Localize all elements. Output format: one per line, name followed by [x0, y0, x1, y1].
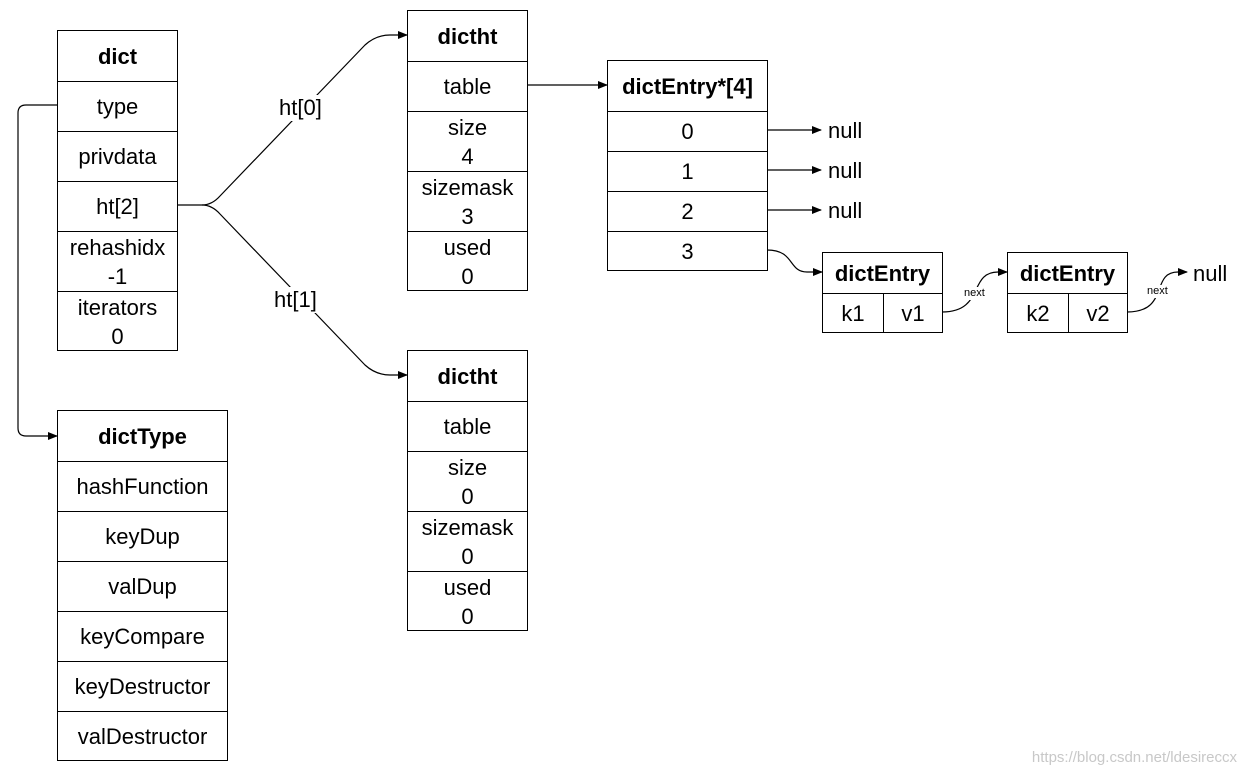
- dictht-field-label: size: [447, 114, 488, 140]
- dict-entry-value: v1: [883, 294, 942, 333]
- ht0-edge-label: ht[0]: [279, 95, 322, 121]
- dicttype-field: keyDup: [58, 511, 227, 561]
- dict-field-value: 0: [111, 323, 124, 349]
- dictht-field-size: size 4: [408, 111, 527, 171]
- dictht-field-label: used: [443, 574, 492, 600]
- slot3-entry-arrow: [766, 249, 823, 276]
- dictht-field-size: size 0: [408, 451, 527, 511]
- table-array: dictEntry*[4] 0 1 2 3: [607, 60, 768, 271]
- dict-field-label: type: [96, 94, 139, 119]
- dictht-field-value: 0: [461, 263, 474, 289]
- dictht-field-value: 4: [461, 143, 474, 169]
- dict-entry-2: dictEntry k2 v2: [1007, 252, 1128, 333]
- dict-entry-row: k2 v2: [1008, 293, 1127, 333]
- dict-entry-key: k1: [841, 301, 865, 326]
- dict-field-label: rehashidx: [69, 234, 166, 260]
- dictht-title: dictht: [437, 23, 498, 49]
- dictht-field-value: 0: [461, 483, 474, 509]
- dictht-field-value: 3: [461, 203, 474, 229]
- dictht-1-struct: dictht table size 0 sizemask 0 used 0: [407, 350, 528, 631]
- ht-to-dictht1-arrow: [201, 204, 408, 379]
- next-edge-label: next: [964, 287, 985, 300]
- dict-field-ht: ht[2]: [58, 181, 177, 231]
- dict-field-label: iterators: [77, 294, 158, 320]
- dicttype-field: keyCompare: [58, 611, 227, 661]
- dictht-field-label: used: [443, 234, 492, 260]
- next-edge-label: next: [1147, 285, 1168, 298]
- dictht-0-struct: dictht table size 4 sizemask 3 used 0: [407, 10, 528, 291]
- dictht-field-table: table: [408, 401, 527, 451]
- dictht-field-value: 0: [461, 543, 474, 569]
- dict-field-label: ht[2]: [96, 194, 139, 219]
- dict-struct: dict type privdata ht[2] rehashidx -1 it…: [57, 30, 178, 351]
- dictht-field-value: 0: [461, 603, 474, 629]
- dictht-field-sizemask: sizemask 3: [408, 171, 527, 231]
- dicttype-field: valDup: [58, 561, 227, 611]
- dictht-field-table: table: [408, 61, 527, 111]
- type-to-dicttype-arrow: [17, 104, 58, 440]
- dictht-field-used: used 0: [408, 231, 527, 291]
- dicttype-field: keyDestructor: [58, 661, 227, 711]
- table-array-title: dictEntry*[4]: [622, 73, 753, 99]
- null-label: null: [828, 198, 863, 223]
- dict-title: dict: [97, 43, 138, 69]
- dict-field-iterators: iterators 0: [58, 291, 177, 351]
- dicttype-field: valDestructor: [58, 711, 227, 761]
- table-slot: 1: [608, 151, 767, 191]
- dict-entry-key: k2: [1026, 301, 1050, 326]
- dictht-field-label: table: [443, 414, 492, 439]
- dicttype-struct: dictType hashFunction keyDup valDup keyC…: [57, 410, 228, 761]
- dicttype-title: dictType: [98, 423, 187, 449]
- null-label: null: [1193, 261, 1228, 286]
- table-slot: 0: [608, 111, 767, 151]
- table-slot: 3: [608, 231, 767, 271]
- dictht-field-sizemask: sizemask 0: [408, 511, 527, 571]
- dictht-field-label: table: [443, 74, 492, 99]
- table-slot: 2: [608, 191, 767, 231]
- null-label: null: [828, 158, 863, 183]
- dicttype-field: hashFunction: [58, 461, 227, 511]
- dict-entry-row: k1 v1: [823, 293, 942, 333]
- dictht-field-label: sizemask: [421, 174, 514, 200]
- dict-entry-1: dictEntry k1 v1: [822, 252, 943, 333]
- dict-entry-title: dictEntry: [834, 260, 931, 286]
- dict-field-value: -1: [107, 263, 128, 289]
- ht1-edge-label: ht[1]: [274, 287, 317, 313]
- watermark: https://blog.csdn.net/ldesireccx: [1031, 749, 1237, 766]
- null-label: null: [828, 118, 863, 143]
- dict-field-type: type: [58, 81, 177, 131]
- dictht-field-label: size: [447, 454, 488, 480]
- dictht-title: dictht: [437, 363, 498, 389]
- dictht-field-label: sizemask: [421, 514, 514, 540]
- dict-entry-value: v2: [1068, 294, 1127, 333]
- dict-field-privdata: privdata: [58, 131, 177, 181]
- dictht-field-used: used 0: [408, 571, 527, 631]
- dict-field-label: privdata: [78, 144, 157, 169]
- dict-entry-title: dictEntry: [1019, 260, 1116, 286]
- dict-field-rehashidx: rehashidx -1: [58, 231, 177, 291]
